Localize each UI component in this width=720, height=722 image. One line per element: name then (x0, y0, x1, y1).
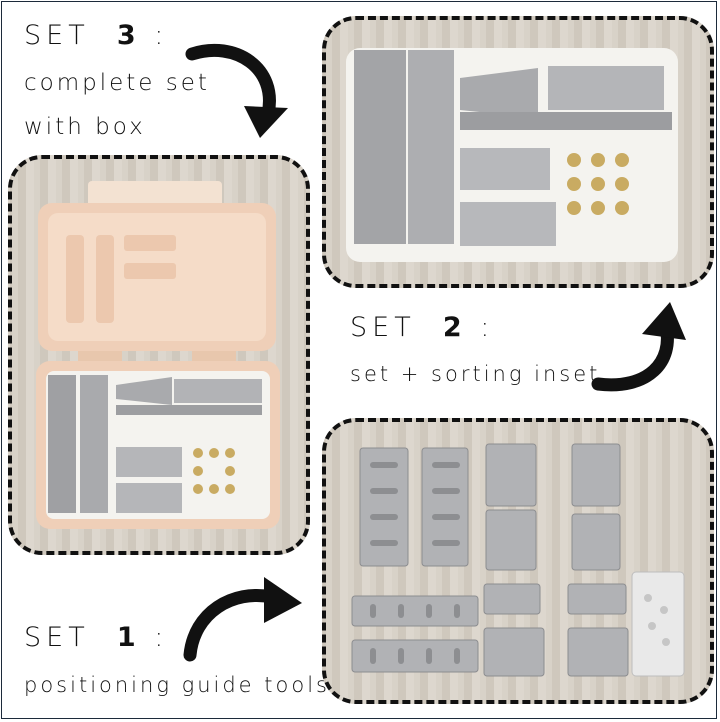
set3-word: SET (24, 20, 90, 51)
set2-number: 2 (442, 312, 467, 343)
set3-line1: complete set (24, 70, 210, 96)
set3-colon: : (154, 20, 169, 51)
curved-arrow-right-icon (183, 577, 302, 662)
set2-word: SET (350, 312, 416, 343)
set1-heading: SET 1 : (24, 622, 168, 653)
set2-heading: SET 2 : (350, 312, 494, 343)
curved-arrow-down-icon (185, 43, 288, 138)
set2-line1: set + sorting inset (350, 362, 601, 386)
set1-colon: : (154, 622, 169, 653)
set1-number: 1 (116, 622, 141, 653)
set2-colon: : (480, 312, 495, 343)
set3-line2: with box (24, 114, 146, 140)
set2-photo (322, 16, 714, 288)
sorting-inset-illustration (346, 48, 678, 262)
set3-photo (8, 155, 310, 555)
set1-photo (322, 418, 714, 704)
set3-heading: SET 3 : (24, 20, 168, 51)
curved-arrow-up-icon (591, 302, 686, 392)
set3-number: 3 (116, 20, 141, 51)
guide-tools-illustration (351, 443, 685, 677)
set1-word: SET (24, 622, 90, 653)
open-box-illustration (36, 181, 280, 529)
set1-line1: positioning guide tools (24, 673, 330, 697)
